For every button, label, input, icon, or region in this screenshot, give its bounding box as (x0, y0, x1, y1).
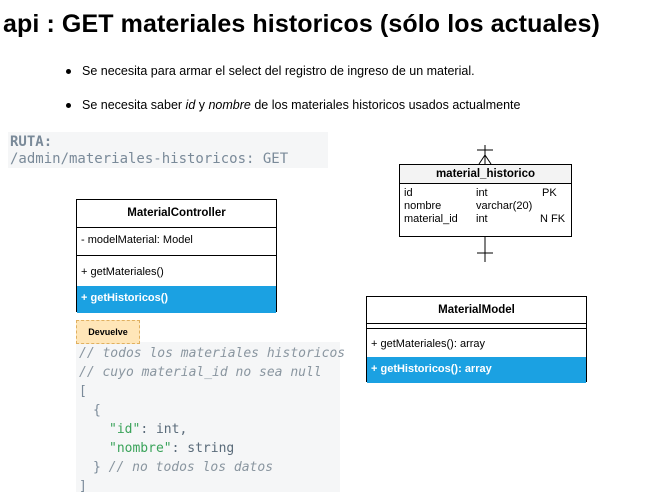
class-method: + getMateriales(): array (371, 338, 486, 350)
route-block: RUTA: /admin/materiales-historicos: GET (8, 132, 328, 168)
material-historico-entity: material_historico id int PK nombre varc… (399, 164, 572, 237)
entity-row: id int PK (404, 187, 557, 199)
bullet-icon (66, 103, 71, 108)
note-item: Se necesita saber id y nombre de los mat… (64, 98, 624, 114)
entity-row: nombre varchar(20) (404, 200, 533, 212)
route-label: RUTA: (10, 134, 53, 150)
note-text: Se necesita saber id y nombre de los mat… (82, 98, 521, 112)
code-close-bracket: ] (79, 479, 87, 494)
class-name: MaterialController (77, 200, 276, 228)
code-line-nombre: "nombre": string (109, 441, 235, 456)
material-controller-class: MaterialController - modelMaterial: Mode… (76, 199, 277, 313)
returns-note: Devuelve (76, 320, 140, 344)
code-open-brace: { (93, 403, 101, 418)
page-title: api : GET materiales historicos (sólo lo… (3, 10, 600, 38)
entity-row: material_id int N FK (404, 213, 566, 225)
relation-connector (477, 145, 493, 262)
class-method-selected: + getHistoricos() (77, 286, 276, 313)
class-method-selected: + getHistoricos(): array (367, 357, 586, 383)
code-comment: // cuyo material_id no sea null (79, 365, 322, 380)
class-attribute: - modelMaterial: Model (77, 228, 276, 256)
route-path: /admin/materiales-historicos: GET (10, 151, 289, 167)
entity-name: material_historico (400, 165, 571, 184)
note-text: Se necesita para armar el select del reg… (82, 64, 475, 78)
response-code-block: // todos los materiales historicos // cu… (76, 342, 345, 494)
code-open-bracket: [ (79, 384, 87, 399)
bullet-icon (66, 69, 71, 74)
code-comment: // todos los materiales historicos (79, 346, 346, 361)
code-close-line: } // no todos los datos (93, 460, 274, 475)
material-model-class: MaterialModel + getMateriales(): array +… (366, 296, 587, 383)
class-attributes-empty (367, 324, 586, 329)
code-line-id: "id": int, (109, 422, 188, 437)
class-name: MaterialModel (367, 297, 586, 324)
class-method: + getMateriales() (81, 266, 164, 278)
entity-fields: id int PK nombre varchar(20) material_id… (400, 184, 571, 226)
note-item: Se necesita para armar el select del reg… (64, 64, 624, 80)
